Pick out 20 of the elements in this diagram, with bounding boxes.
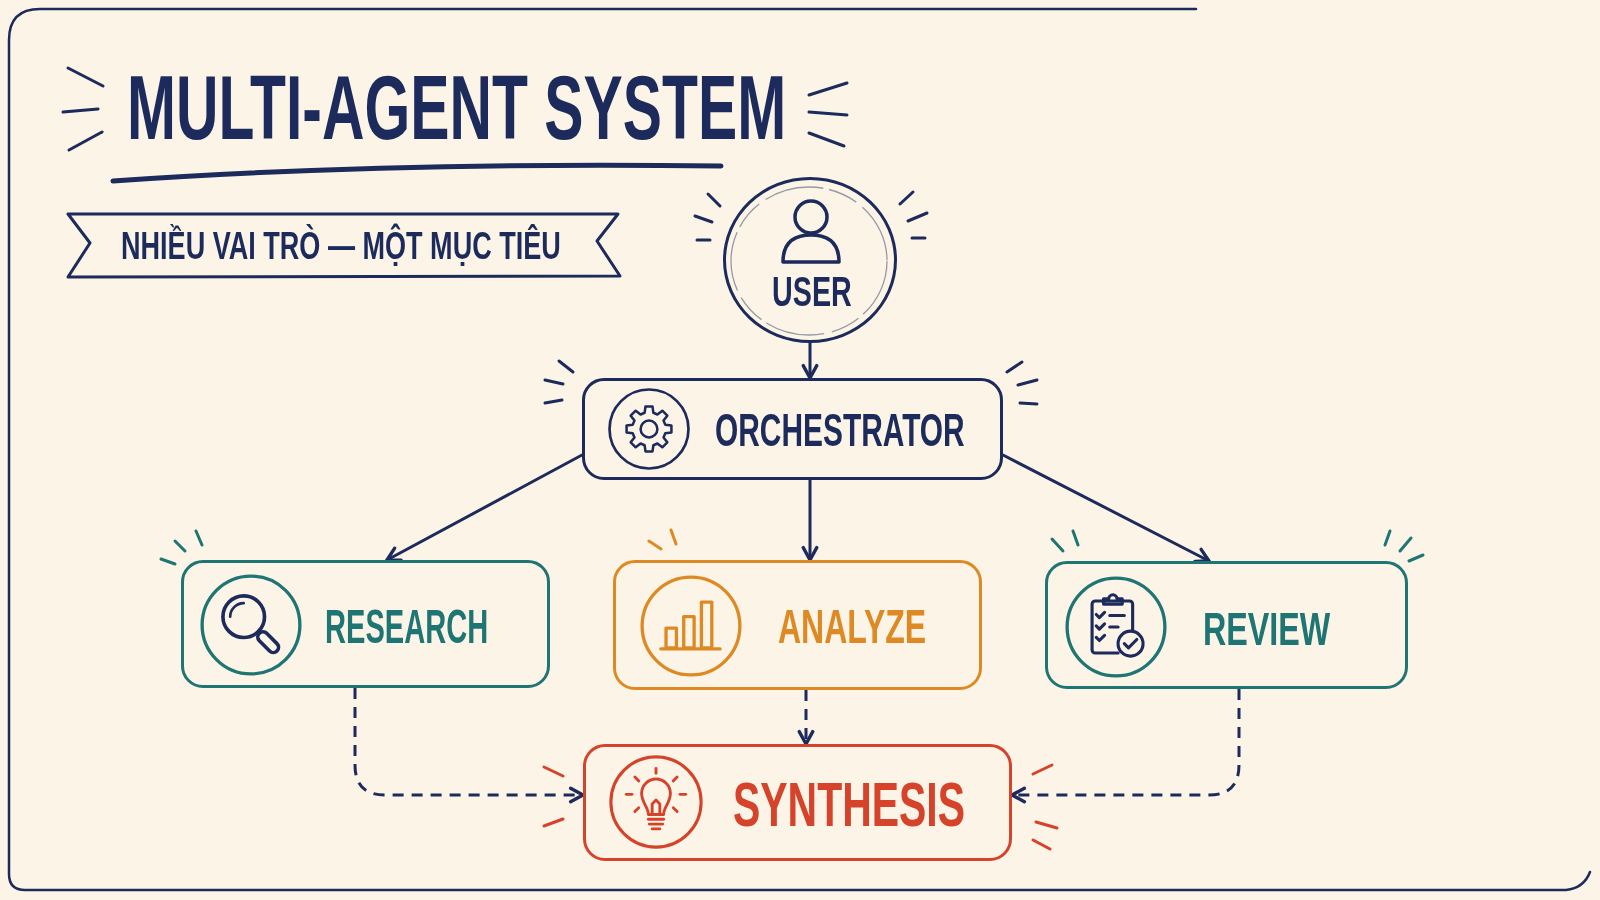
orchestrator-box	[582, 378, 1003, 480]
node-label: ANALYZE	[778, 598, 927, 655]
node-label: SYNTHESIS	[733, 768, 966, 842]
node-label: ORCHESTRATOR	[715, 402, 965, 459]
node-label: USER	[771, 267, 852, 318]
banner-text: NHIỀU VAI TRÒ — MỘT MỤC TIÊU	[121, 222, 561, 270]
title: MULTI-AGENT SYSTEM	[127, 57, 787, 160]
arrow	[801, 478, 819, 562]
arrow	[801, 341, 819, 380]
node-label: REVIEW	[1203, 602, 1331, 658]
dashed-arrow	[1010, 689, 1241, 804]
agent-box	[613, 560, 982, 690]
synthesis-box	[583, 744, 1012, 861]
dashed-arrow	[797, 690, 815, 746]
agent-box	[1045, 561, 1408, 689]
agent-box	[181, 560, 550, 688]
dashed-arrow	[353, 688, 585, 804]
node-label: RESEARCH	[325, 598, 489, 655]
ribbon-banner	[66, 212, 622, 278]
arrow	[385, 453, 584, 562]
